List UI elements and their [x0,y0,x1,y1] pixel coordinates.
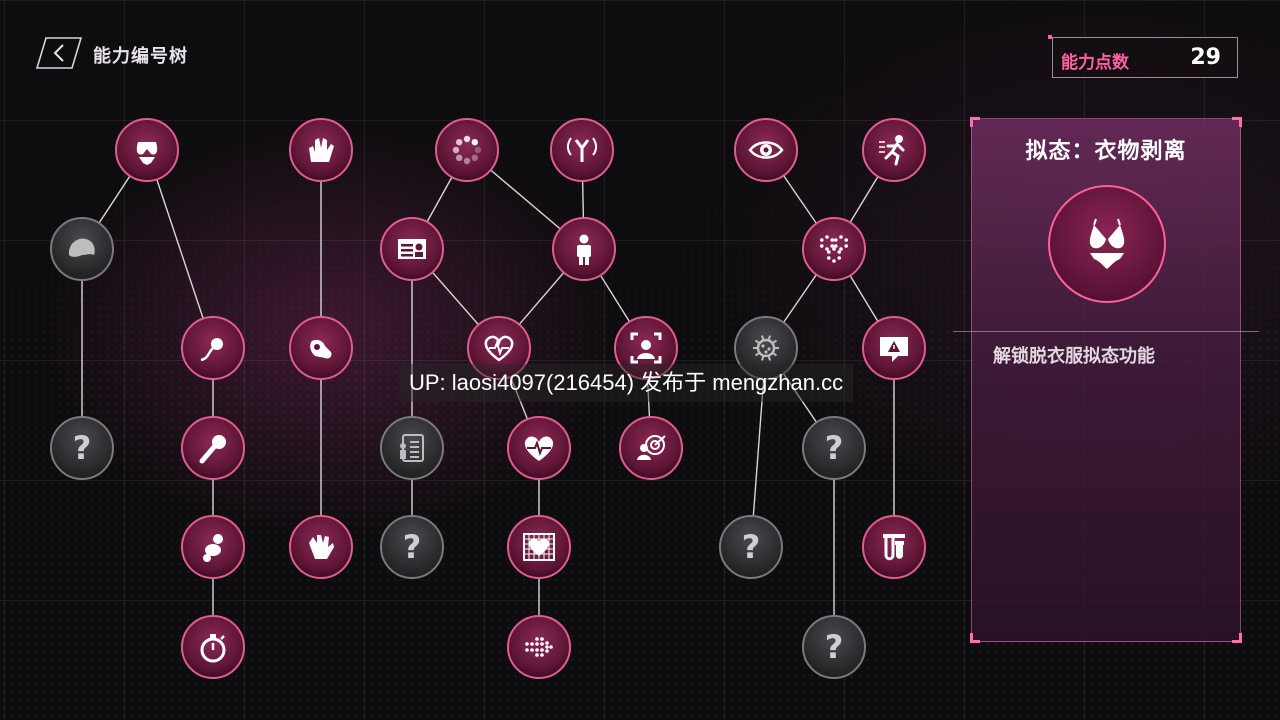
skill-node-circle [802,416,866,480]
skill-node[interactable] [862,118,926,182]
hand-wave-icon [309,535,334,559]
lingerie-icon [1089,218,1125,269]
skill-node[interactable] [862,515,926,579]
unknown-icon: ? [403,528,422,566]
detail-icon [1048,185,1166,303]
unknown-label: ? [403,528,422,566]
skill-node[interactable] [734,316,798,380]
skill-node[interactable] [550,118,614,182]
sperm-icon [200,338,223,362]
skill-node[interactable] [181,416,245,480]
finger-gesture-icon [310,339,332,359]
ability-points-box: 能力点数 29 [1048,35,1238,78]
face-scan-icon [630,332,662,364]
unknown-label: ? [742,528,761,566]
target-person-icon [637,435,666,460]
skill-node[interactable] [181,316,245,380]
skill-node[interactable] [614,316,678,380]
unknown-label: ? [73,429,92,467]
panel-corner [970,117,980,127]
person-icon [577,234,591,265]
skill-node[interactable] [50,217,114,281]
skill-node[interactable]: ? [802,615,866,679]
unknown-icon: ? [742,528,761,566]
chevron-left-icon [35,37,83,69]
skill-node[interactable] [862,316,926,380]
skill-node[interactable] [552,217,616,281]
ability-points-value: 29 [1190,45,1221,70]
skill-node[interactable] [507,416,571,480]
back-button[interactable] [35,37,83,69]
virus-icon [753,335,779,361]
id-card-icon [398,239,426,259]
ability-points-label: 能力点数 [1061,53,1129,73]
detail-description: 解锁脱衣服拟态功能 [993,346,1155,367]
skill-node[interactable] [289,515,353,579]
skill-node-circle [802,615,866,679]
skill-node[interactable]: ? [380,515,444,579]
skill-node-circle [507,615,571,679]
skill-node-circle [435,118,499,182]
tree-link [146,149,214,349]
skill-node[interactable] [289,118,353,182]
unknown-icon: ? [825,628,844,666]
eye-icon [748,141,784,159]
hexagon-network-icon [820,235,848,263]
microphone-icon [199,435,226,464]
skill-node[interactable] [289,316,353,380]
detail-title: 拟态：衣物剥离 [1025,139,1187,164]
skill-node[interactable] [181,615,245,679]
document-person-icon [400,434,424,462]
heart-rate-icon [524,436,554,461]
test-tube-icon [883,534,905,561]
unknown-icon: ? [73,429,92,467]
skill-node-circle [115,118,179,182]
skill-node[interactable] [467,316,531,380]
skill-node[interactable]: ? [802,416,866,480]
skill-node[interactable] [181,515,245,579]
antenna-icon [567,137,597,162]
hair-icon [68,238,95,257]
lingerie-icon [136,142,158,165]
skill-node[interactable] [734,118,798,182]
hand-icon [309,138,334,162]
skill-node-circle [719,515,783,579]
unknown-icon: ? [825,429,844,467]
arrow-dots-icon [525,637,553,657]
loading-icon [452,135,482,165]
panel-corner [970,633,980,643]
tree-link [750,347,767,548]
panel-corner [1232,117,1242,127]
watermark-text: UP: laosi4097(216454) 发布于 mengzhan.cc [399,364,854,402]
heartbeat-icon [484,335,514,362]
skill-node-circle [50,416,114,480]
skill-node[interactable] [507,615,571,679]
page-title: 能力编号树 [93,46,188,67]
skill-node[interactable] [802,217,866,281]
warning-bubble-icon [880,337,908,362]
heart-grid-icon [523,533,555,561]
skill-node[interactable] [115,118,179,182]
skill-node[interactable]: ? [719,515,783,579]
skill-node-circle [734,316,798,380]
detail-divider [953,331,1259,332]
body-icon [203,534,223,562]
skill-node[interactable] [507,515,571,579]
skill-node-circle [380,515,444,579]
skill-node[interactable] [380,416,444,480]
skill-node[interactable] [619,416,683,480]
stopwatch-icon [200,634,226,663]
unknown-label: ? [825,628,844,666]
skill-tree: ????? [50,118,926,679]
skill-node[interactable] [380,217,444,281]
running-person-icon [879,135,905,166]
panel-corner [1232,633,1242,643]
unknown-label: ? [825,429,844,467]
detail-panel: 拟态：衣物剥离 [970,117,1242,643]
skill-node[interactable]: ? [50,416,114,480]
skill-node[interactable] [435,118,499,182]
